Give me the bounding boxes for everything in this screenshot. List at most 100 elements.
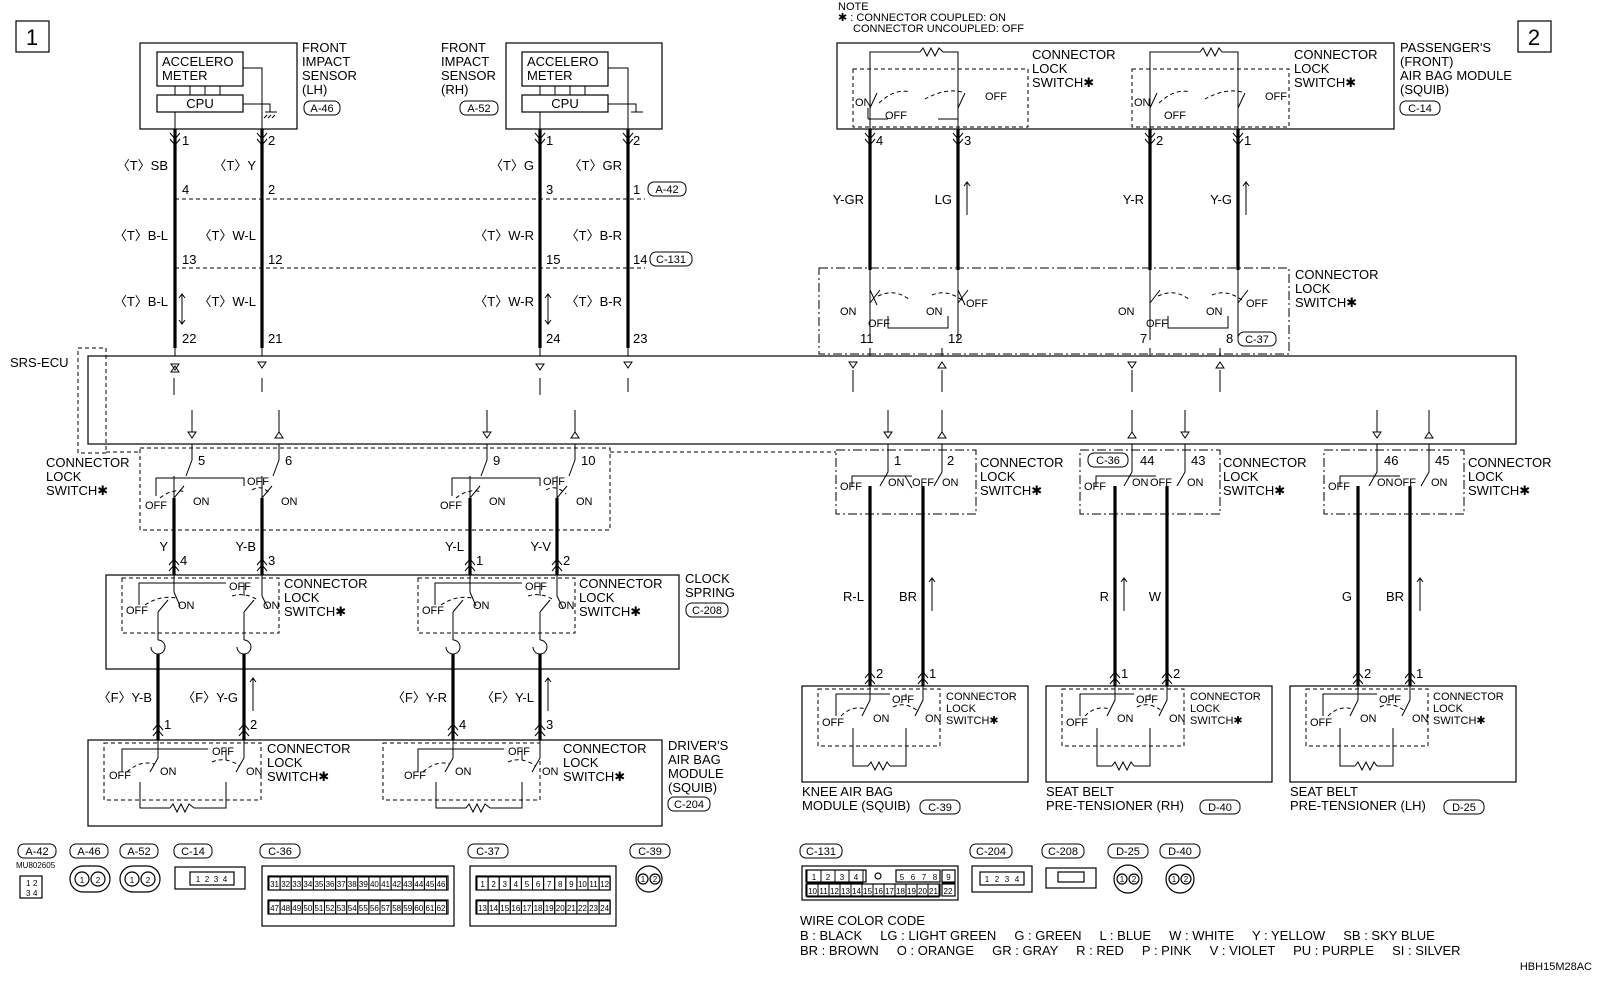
pin-label: 38 [348,880,357,889]
note-line-1: ✱ : CONNECTOR COUPLED: ON [838,12,1006,24]
switch-state-label: ON [246,766,263,778]
wire-color-label: 〈T〉W-L [198,228,256,243]
switch-state-label: OFF [966,298,988,310]
connector-ref-c208: C-208 [692,605,722,617]
left-upper-wires [169,129,645,348]
pin-label: 53 [337,904,346,913]
knee-label: KNEE AIR BAG [802,784,893,799]
passenger-airbag-module [836,42,1395,130]
pin-label: 2 [146,876,151,885]
pin-label: 15 [863,887,872,896]
pin-label: 62 [437,904,446,913]
wire-color-label: R [1100,589,1109,604]
switch-state-label: OFF [126,605,148,617]
connector-ref-a52: A-52 [467,103,490,115]
pin-label: 24 [546,331,560,346]
switch-state-label: OFF [1394,477,1416,489]
driver-label: MODULE [668,766,724,781]
pin-label: 41 [381,880,390,889]
pin-label: 13 [182,252,196,267]
switch-state-label: OFF [912,477,934,489]
cls-label: LOCK [267,755,303,770]
knee-label: MODULE (SQUIB) [802,798,910,813]
switch-state-label: OFF [1310,717,1332,729]
legend-connector-label: C-37 [476,846,500,858]
connector-ref-c204: C-204 [674,799,704,811]
pin-label: 1 [546,133,553,148]
front-impact-sensor-lh: ACCELERO METER CPU [139,42,298,130]
switch-state-label: OFF [229,581,251,593]
pin-label: 1 [164,717,171,732]
driver-label: (SQUIB) [668,780,717,795]
pin-label: 23 [589,904,598,913]
switch-state-label: ON [1187,477,1204,489]
switch-state-label: ON [873,713,890,725]
pin-label: 2 [995,875,1000,884]
note-line-2: CONNECTOR UNCOUPLED: OFF [853,23,1024,35]
wire-color-label: 〈T〉B-R [566,294,622,309]
pin-label: 44 [1140,453,1154,468]
legend-connector-label: C-14 [181,846,205,858]
pin-label: 19 [545,904,554,913]
pin-label: 8 [933,873,938,882]
pin-label: 7 [1140,331,1147,346]
fis-lh-label: (LH) [302,82,327,97]
switch-state-label: OFF [1150,477,1172,489]
switch-state-label: ON [281,496,298,508]
pin-label: 1 [633,182,640,197]
pin-label: 22 [182,331,196,346]
switch-state-label: ON [1360,713,1377,725]
pin-label: 16 [874,887,883,896]
fis-rh-label: SENSOR [441,68,496,83]
pin-label: 2 [1156,133,1163,148]
page-number-right: 2 [1528,25,1540,50]
pin-label: 40 [370,880,379,889]
driver-airbag-module [87,739,663,827]
pin-label: 9 [946,873,951,882]
clock-spring-label: SPRING [685,585,735,600]
pin-label: 7 [922,873,927,882]
passenger-wires [818,129,1290,355]
pin-label: 4 [876,133,883,148]
figure-id: HBH15M28AC [1520,961,1592,973]
driver-label: AIR BAG [668,752,721,767]
cls-label: SWITCH✱ [1433,715,1486,727]
driver-label: DRIVER'S [668,738,729,753]
connector-ref-a46: A-46 [310,103,333,115]
pin-label: 46 [1384,453,1398,468]
connector-ref-c131: C-131 [656,254,686,266]
pin-cell [435,876,448,891]
seatbelt-lh-label: PRE-TENSIONER (LH) [1290,798,1426,813]
pin-label: 35 [314,880,323,889]
wire-color-label: Y [159,539,168,554]
accelerometer-label: ACCELERO [162,54,234,69]
pin-label: 2 [633,133,640,148]
cls-label: LOCK [1468,469,1504,484]
clock-spring-label: CLOCK [685,571,730,586]
cls-label: CONNECTOR [1190,691,1261,703]
left-lower-cls [106,447,836,575]
page-number-box [1517,20,1552,53]
pin-label: 42 [392,880,401,889]
pin-label: 14 [489,904,498,913]
pin-label: 36 [326,880,335,889]
pin-label: 1 [480,880,485,889]
cls-label: LOCK [1433,703,1464,715]
switch-state-label: ON [840,306,857,318]
pin-label: 2 [653,875,658,884]
fis-rh-label: (RH) [441,82,468,97]
pin-label: 21 [567,904,576,913]
cls-label: LOCK [980,469,1016,484]
pin-label: 14 [633,252,647,267]
wire-color-label: 〈F〉Y-B [98,690,152,705]
switch-state-label: ON [263,600,280,612]
fis-lh-label: IMPACT [302,54,350,69]
wire-color-label: 〈T〉G [490,158,534,173]
wire-color-label: LG [935,192,952,207]
pin-label: 50 [303,904,312,913]
switch-state-label: ON [1169,713,1186,725]
switch-state-label: OFF [1136,694,1158,706]
cls-label: CONNECTOR [1295,267,1379,282]
